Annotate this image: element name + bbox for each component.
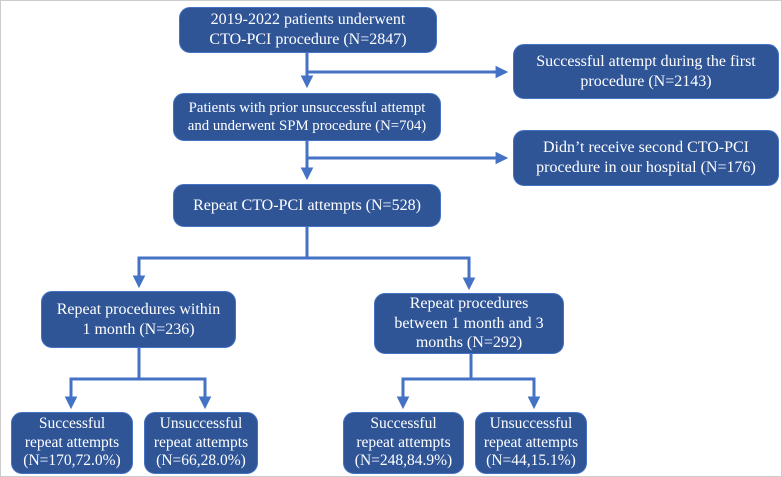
flow-box-spm-procedure-label: Patients with prior unsuccessful attempt… xyxy=(187,99,427,134)
flow-box-between-unsuccessful-label: Unsuccessful repeat attempts (N=44,15.1%… xyxy=(483,414,579,470)
flow-box-within-successful: Successful repeat attempts (N=170,72.0%) xyxy=(11,412,133,474)
flow-box-between-successful-label: Successful repeat attempts (N=248,84.9%) xyxy=(354,414,453,470)
flow-box-total-patients-label: 2019-2022 patients underwent CTO-PCI pro… xyxy=(209,11,407,48)
flow-box-total-patients: 2019-2022 patients underwent CTO-PCI pro… xyxy=(179,7,437,53)
flow-box-within-1-month-label: Repeat procedures within 1 month (N=236) xyxy=(56,300,221,338)
flow-box-between-unsuccessful: Unsuccessful repeat attempts (N=44,15.1%… xyxy=(475,412,587,474)
flow-box-between-successful: Successful repeat attempts (N=248,84.9%) xyxy=(343,412,464,474)
flow-box-within-successful-label: Successful repeat attempts (N=170,72.0%) xyxy=(23,414,121,470)
flow-box-repeat-attempts-label: Repeat CTO-PCI attempts (N=528) xyxy=(193,196,421,214)
flow-box-no-second-procedure-label: Didn’t receive second CTO-PCI procedure … xyxy=(536,139,756,176)
flow-box-no-second-procedure: Didn’t receive second CTO-PCI procedure … xyxy=(513,130,779,186)
flow-box-between-1-and-3-months: Repeat procedures between 1 month and 3 … xyxy=(374,293,564,354)
flow-box-within-1-month: Repeat procedures within 1 month (N=236) xyxy=(41,291,236,348)
flow-box-between-1-and-3-months-label: Repeat procedures between 1 month and 3 … xyxy=(394,295,544,352)
flow-box-repeat-attempts: Repeat CTO-PCI attempts (N=528) xyxy=(173,184,441,227)
flow-box-first-attempt-success: Successful attempt during the first proc… xyxy=(513,44,779,99)
flow-box-first-attempt-success-label: Successful attempt during the first proc… xyxy=(536,52,756,90)
flow-box-spm-procedure: Patients with prior unsuccessful attempt… xyxy=(173,93,441,141)
flow-box-within-unsuccessful-label: Unsuccessful repeat attempts (N=66,28.0%… xyxy=(153,414,249,470)
flow-box-within-unsuccessful: Unsuccessful repeat attempts (N=66,28.0%… xyxy=(144,412,258,474)
